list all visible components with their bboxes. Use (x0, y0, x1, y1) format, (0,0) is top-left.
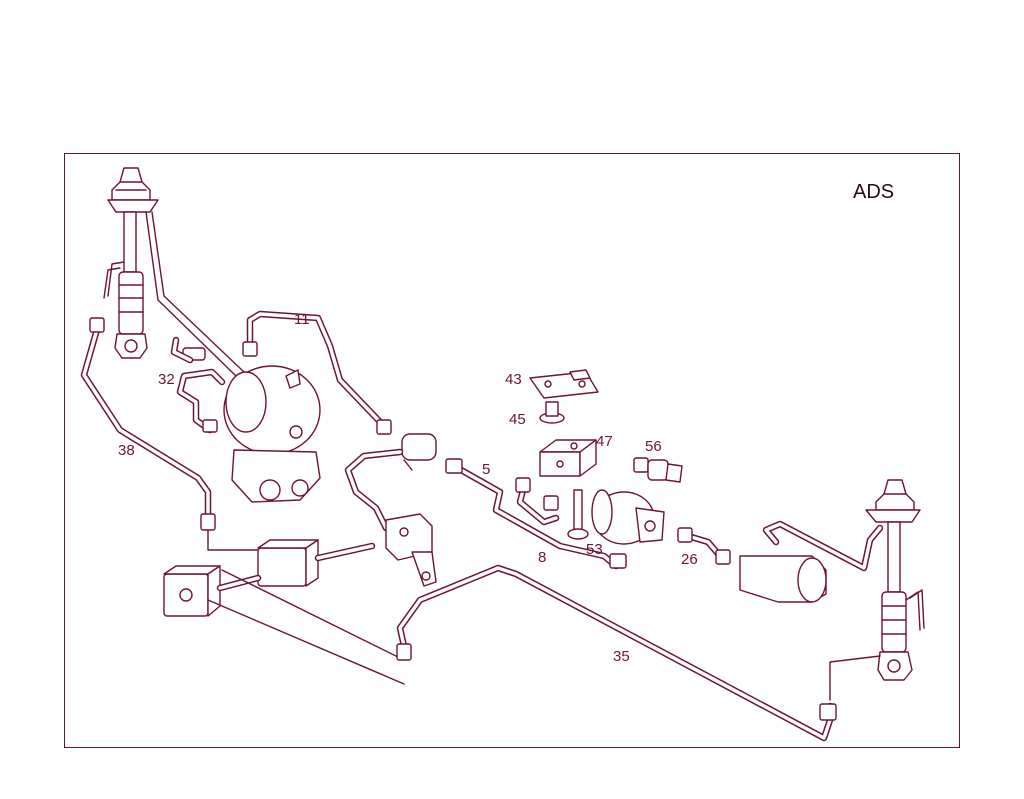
line-5-8 (445, 458, 627, 570)
bracket-43 (529, 369, 599, 399)
bolt-45 (539, 401, 565, 424)
callout-35: 35 (613, 648, 630, 665)
callout-53: 53 (586, 541, 603, 558)
line-35 (396, 564, 881, 742)
system-label: ADS (853, 181, 894, 203)
callouts: 11 32 38 43 45 47 56 5 8 53 26 35 (118, 311, 698, 665)
valve-block (344, 448, 437, 587)
callout-38: 38 (118, 442, 135, 459)
diagram-frame (64, 153, 960, 748)
callout-32: 32 (158, 371, 175, 388)
left-strut (103, 167, 245, 377)
callout-8: 8 (538, 549, 546, 566)
pressure-block-47 (539, 439, 597, 477)
callout-5: 5 (482, 461, 490, 478)
callout-11: 11 (294, 311, 310, 328)
callout-26: 26 (681, 551, 698, 568)
line-38 (80, 317, 261, 551)
line-11 (242, 310, 437, 461)
fitting-26 (677, 527, 731, 565)
reservoir-53 (567, 489, 665, 545)
callout-47: 47 (596, 433, 613, 450)
compressor (170, 336, 321, 503)
sensor-56 (633, 457, 683, 483)
callout-45: 45 (509, 411, 526, 428)
rear-reservoir (739, 520, 884, 603)
right-strut (865, 479, 925, 681)
callout-56: 56 (645, 438, 662, 455)
solenoid-valves (163, 539, 405, 685)
callout-43: 43 (505, 371, 522, 388)
